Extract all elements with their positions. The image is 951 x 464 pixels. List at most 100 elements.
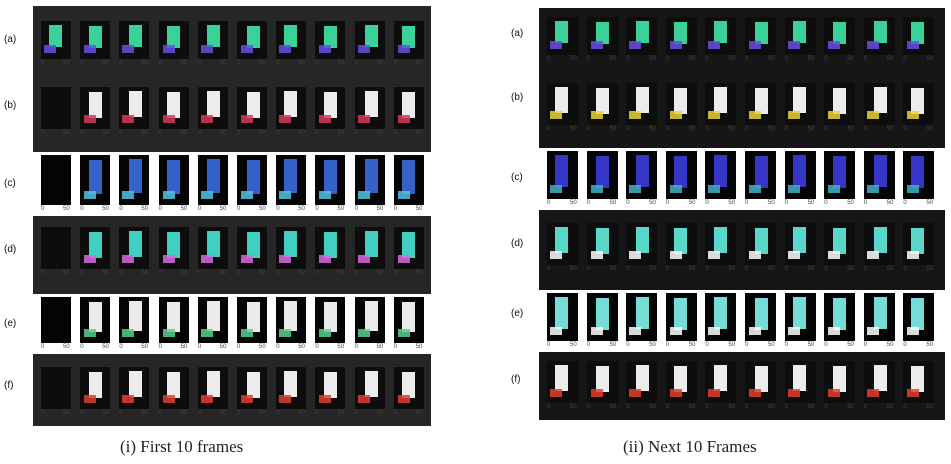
frame-object-secondary	[590, 185, 603, 193]
axis-tick-label: 0	[784, 126, 788, 132]
axis-tick-label: 50	[768, 200, 775, 206]
frame-object-primary	[755, 22, 768, 44]
axis-tick-label: 0	[586, 200, 590, 206]
frame-object-primary	[673, 366, 687, 392]
frame-object-primary	[247, 92, 260, 118]
axis-tick-label: 0	[276, 410, 280, 416]
axis-tick-label: 50	[688, 342, 696, 348]
axis-tick-label: 50	[649, 342, 656, 348]
axis-tick-label: 0	[547, 200, 551, 206]
axis-tick-label: 50	[768, 342, 775, 348]
axis-tick-label: 50	[609, 342, 617, 348]
axis-tick-label: 0	[276, 60, 280, 66]
frame-object-primary	[166, 302, 180, 332]
frame-object-secondary	[84, 115, 97, 123]
frame-object-secondary	[907, 111, 920, 119]
frame-object-primary	[595, 88, 609, 114]
frame-object-primary	[247, 372, 260, 398]
frame-object-secondary	[200, 115, 213, 123]
frame-object-primary	[636, 155, 650, 187]
frame-object-primary	[673, 22, 687, 44]
frame-object-secondary	[787, 111, 800, 119]
axis-tick-label: 50	[102, 270, 109, 276]
axis-tick-label: 50	[886, 200, 894, 206]
frame-object-secondary	[279, 45, 292, 53]
axis-tick-label: 50	[847, 404, 854, 410]
axis-tick-label: 0	[586, 342, 590, 348]
frame-thumbnail	[903, 83, 935, 125]
axis-tick-label: 50	[141, 206, 149, 212]
frame-thumbnail	[354, 87, 385, 129]
frame-object-primary	[555, 21, 568, 43]
row-label-left-0: (a)	[4, 34, 17, 45]
frame-object-secondary	[357, 395, 370, 403]
axis-tick-label: 0	[354, 130, 358, 136]
axis-tick-label: 50	[376, 344, 384, 350]
axis-tick-label: 0	[863, 404, 868, 410]
frame-object-primary	[911, 88, 925, 114]
frame-object-primary	[89, 26, 103, 48]
frame-object-secondary	[749, 327, 761, 335]
frame-object-primary	[595, 366, 609, 392]
axis-tick-label: 0	[41, 410, 45, 416]
frame-object-primary	[247, 26, 260, 48]
frame-thumbnail	[705, 17, 737, 55]
frame-thumbnail	[158, 367, 189, 409]
frame-thumbnail	[80, 21, 111, 59]
frame-thumbnail	[705, 293, 737, 341]
axis-tick-label: 0	[276, 344, 280, 350]
axis-tick-label: 0	[547, 266, 551, 272]
frame-thumbnail	[158, 21, 189, 59]
axis-tick-label: 0	[705, 200, 709, 206]
axis-tick-label: 50	[847, 56, 854, 62]
frame-object-primary	[247, 232, 260, 258]
frame-object-primary	[714, 227, 728, 253]
frame-thumbnail	[784, 151, 816, 199]
frame-object-primary	[129, 25, 143, 47]
axis-tick-label: 50	[768, 404, 775, 410]
frame-thumbnail	[863, 361, 895, 403]
axis-tick-label: 50	[219, 410, 227, 416]
frame-object-primary	[206, 231, 220, 257]
frame-thumbnail	[80, 227, 111, 269]
frame-object-secondary	[787, 327, 800, 335]
axis-tick-label: 50	[63, 206, 70, 212]
frame-object-primary	[206, 159, 220, 193]
axis-tick-label: 0	[863, 200, 868, 206]
axis-tick-label: 0	[158, 60, 162, 66]
axis-tick-label: 50	[728, 404, 736, 410]
axis-tick-label: 50	[180, 60, 188, 66]
axis-tick-label: 50	[219, 344, 227, 350]
frame-thumbnail	[41, 87, 71, 129]
frame-object-primary	[673, 88, 687, 114]
frame-object-secondary	[84, 45, 97, 53]
axis-tick-label: 50	[102, 344, 109, 350]
axis-tick-label: 50	[141, 344, 149, 350]
axis-tick-label: 0	[665, 126, 670, 132]
frame-thumbnail	[863, 223, 895, 265]
frame-object-primary	[89, 302, 103, 332]
axis-tick-label: 0	[80, 60, 84, 66]
frame-object-secondary	[200, 191, 213, 199]
frame-object-secondary	[629, 111, 642, 119]
frame-object-secondary	[162, 255, 175, 263]
axis-tick-label: 50	[337, 270, 345, 276]
frame-thumbnail	[393, 21, 424, 59]
frame-object-primary	[636, 227, 650, 253]
frame-thumbnail	[547, 293, 578, 341]
axis-tick-label: 50	[807, 200, 815, 206]
frame-object-secondary	[122, 45, 135, 53]
frame-object-primary	[364, 25, 378, 47]
frame-object-primary	[755, 298, 768, 330]
axis-tick-label: 50	[141, 270, 149, 276]
frame-object-primary	[324, 302, 338, 332]
frame-thumbnail	[354, 297, 385, 343]
frame-thumbnail	[784, 223, 816, 265]
frame-thumbnail	[824, 361, 856, 403]
frame-object-primary	[129, 371, 143, 397]
frame-object-secondary	[84, 255, 97, 263]
